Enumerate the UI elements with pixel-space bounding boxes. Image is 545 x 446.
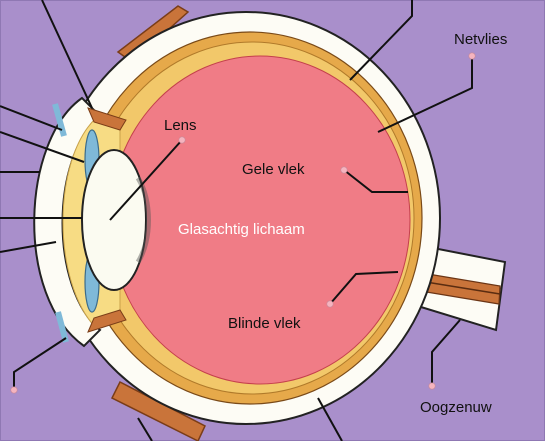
- blinde-vlek-dot: [327, 301, 333, 307]
- oogzenuw-dot: [429, 383, 435, 389]
- label-oogzenuw: Oogzenuw: [420, 399, 492, 416]
- netvlies-dot: [469, 53, 475, 59]
- label-glasachtig-lichaam: Glasachtig lichaam: [178, 221, 305, 238]
- bottom-left-dot: [11, 387, 17, 393]
- label-blinde-vlek: Blinde vlek: [228, 315, 301, 332]
- lens-dot: [179, 137, 185, 143]
- lens: [82, 150, 146, 290]
- label-lens: Lens: [164, 117, 197, 134]
- gele-vlek-dot: [341, 167, 347, 173]
- label-netvlies: Netvlies: [454, 31, 507, 48]
- label-gele-vlek: Gele vlek: [242, 161, 305, 178]
- vitreous-body: [110, 56, 410, 384]
